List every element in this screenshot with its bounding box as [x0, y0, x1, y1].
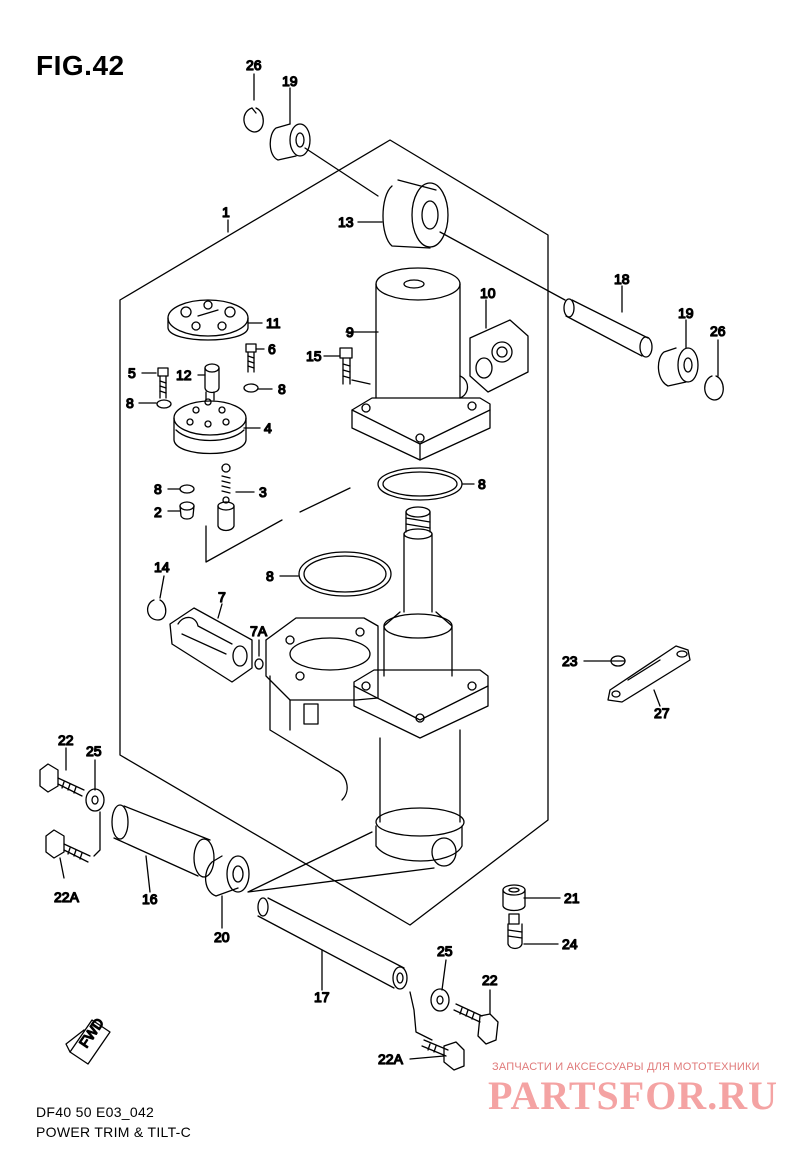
callout-21: 21 [564, 890, 580, 906]
part-21-collar[interactable] [502, 884, 526, 912]
callout-16: 16 [142, 891, 158, 907]
part-26-circlip-right[interactable] [704, 375, 724, 401]
part-3-check-valve[interactable] [217, 463, 235, 532]
part-20-bushing[interactable] [205, 855, 250, 897]
part-16-collar[interactable] [111, 804, 215, 878]
part-9-cylinder[interactable] [351, 267, 491, 461]
callout-18: 18 [614, 271, 630, 287]
callout-23: 23 [562, 653, 578, 669]
callout-22: 22 [58, 732, 74, 748]
callout-17: 17 [314, 989, 330, 1005]
callout-numbers: 1 2 3 4 5 6 7 7A 8 8 8 8 8 9 10 11 12 13… [53, 56, 726, 1067]
part-25-washer-right[interactable] [430, 988, 450, 1012]
part-23-screw[interactable] [610, 655, 626, 667]
callout-27: 27 [654, 705, 670, 721]
watermark-brand: PARTSFOR.RU [488, 1073, 778, 1118]
part-18-pin[interactable] [563, 298, 653, 358]
part-8-oring-a[interactable] [243, 383, 259, 393]
callout-7A: 7A [250, 623, 268, 639]
callout-26: 26 [246, 57, 262, 73]
part-11-manifold-cap[interactable] [167, 299, 249, 341]
callout-22A: 22A [378, 1051, 404, 1067]
part-17-pipe[interactable] [257, 897, 408, 990]
part-8-oring-middle[interactable] [298, 551, 392, 597]
callout-12: 12 [176, 367, 192, 383]
callout-5: 5 [128, 365, 136, 381]
callout-9: 9 [346, 324, 354, 340]
part-27-bracket[interactable] [607, 645, 691, 703]
figure-name: POWER TRIM & TILT-C [36, 1124, 192, 1140]
callout-2: 2 [154, 504, 162, 520]
callout-20: 20 [214, 929, 230, 945]
part-7A-oring[interactable] [254, 658, 264, 670]
part-12-valve[interactable] [204, 363, 220, 394]
assembly-guide [351, 379, 371, 385]
part-26-circlip-top[interactable] [243, 107, 264, 133]
part-22-bolt-left[interactable] [39, 763, 85, 797]
lower-cylinder-body[interactable] [265, 617, 489, 867]
axis-line [439, 231, 566, 301]
part-22A-bolt-right[interactable] [421, 1039, 465, 1071]
part-10-plug[interactable] [469, 319, 529, 393]
part-7-manual-valve[interactable] [169, 607, 253, 683]
callout-8: 8 [126, 395, 134, 411]
assembly-boundary [119, 139, 549, 926]
assembly-guide [247, 831, 435, 893]
leader-lines [59, 73, 719, 1060]
callout-11: 11 [266, 315, 281, 331]
axis-line [304, 147, 379, 197]
part-22A-bolt-left[interactable] [45, 829, 91, 863]
part-22-bolt-right[interactable] [453, 1003, 499, 1045]
model-code: DF40 50 E03_042 [36, 1104, 155, 1120]
fwd-arrow: FWD [65, 1014, 111, 1065]
part-19-bushing-right[interactable] [657, 347, 699, 387]
part-24-bolt[interactable] [507, 913, 523, 950]
part-2-plug[interactable] [179, 501, 195, 520]
callout-22: 22 [482, 972, 498, 988]
part-15-screw[interactable] [339, 347, 353, 385]
callout-19: 19 [678, 305, 694, 321]
callout-10: 10 [480, 285, 496, 301]
callout-8: 8 [278, 381, 286, 397]
callout-24: 24 [562, 936, 578, 952]
callout-19: 19 [282, 73, 298, 89]
callout-25: 25 [437, 943, 453, 959]
callout-6: 6 [268, 341, 276, 357]
callout-8: 8 [266, 568, 274, 584]
callout-1: 1 [222, 204, 230, 220]
piston-rod[interactable] [383, 506, 453, 677]
assembly-guide [299, 487, 351, 513]
callout-8: 8 [154, 481, 162, 497]
part-8-oring-c[interactable] [179, 484, 195, 494]
watermark-tagline: ЗАПЧАСТИ И АКСЕССУАРЫ ДЛЯ МОТОТЕХНИКИ [492, 1061, 760, 1073]
callout-15: 15 [306, 348, 322, 364]
callout-4: 4 [264, 420, 272, 436]
callout-14: 14 [154, 559, 170, 575]
callout-25: 25 [86, 743, 102, 759]
callout-26: 26 [710, 323, 726, 339]
assembly-guide [93, 811, 101, 857]
part-8-oring-large[interactable] [377, 467, 463, 501]
part-25-washer-left[interactable] [85, 788, 105, 812]
callout-3: 3 [259, 484, 267, 500]
part-4-valve-body[interactable] [173, 391, 247, 455]
callout-22A: 22A [54, 889, 80, 905]
callout-13: 13 [338, 214, 354, 230]
callout-8: 8 [478, 476, 486, 492]
assembly-guide [205, 519, 283, 563]
assembly-guide [409, 991, 433, 1041]
part-6-screw[interactable] [245, 343, 257, 373]
part-5-screw[interactable] [157, 367, 169, 399]
part-19-bushing-top[interactable] [269, 123, 311, 161]
part-14-circlip[interactable] [147, 599, 167, 621]
figure-title: FIG.42 [36, 50, 125, 81]
callout-7: 7 [218, 589, 226, 605]
part-13-bushing[interactable] [382, 179, 449, 249]
part-8-oring-b[interactable] [156, 399, 172, 409]
